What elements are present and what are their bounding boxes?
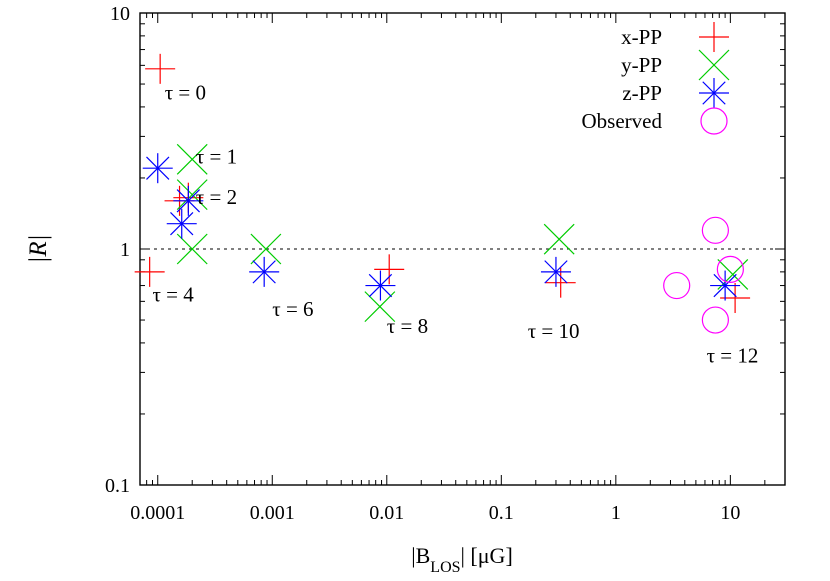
point-z-pp	[173, 185, 204, 216]
x-tick-label: 0.0001	[130, 502, 185, 524]
x-tick-label: 0.01	[369, 502, 404, 524]
axis-ticks: 0.0001 0.001 0.01 0.1 1 10 0.1 1 10	[105, 3, 786, 524]
point-z-pp	[166, 208, 197, 239]
legend-marker-x-pp	[699, 22, 729, 52]
tau-label: τ = 0	[165, 81, 206, 105]
legend: x-PP y-PP z-PP Observed	[582, 22, 730, 135]
legend-label-x-pp: x-PP	[621, 25, 662, 49]
x-axis-label: |BLOS| [μG]	[411, 543, 513, 576]
point-z-pp	[249, 256, 280, 287]
point-y-pp	[543, 223, 575, 255]
point-observed	[701, 216, 729, 244]
legend-label-y-pp: y-PP	[621, 53, 662, 77]
y-tick-label: 1	[120, 239, 130, 261]
x-tick-label: 0.001	[250, 502, 295, 524]
x-tick-label: 1	[611, 502, 621, 524]
tau-annotations: τ = 0 τ = 1 τ = 2 τ = 4 τ = 6 τ = 8 τ = 10 τ = …	[152, 81, 758, 368]
point-z-pp	[142, 153, 173, 184]
y-tick-label: 0.1	[105, 475, 130, 497]
tau-label: τ = 6	[272, 297, 313, 321]
tau-label: τ = 12	[707, 344, 759, 368]
x-tick-label: 10	[720, 502, 740, 524]
point-y-pp	[176, 143, 208, 175]
point-observed	[663, 271, 691, 300]
tau-label: τ = 8	[387, 314, 428, 338]
tau-label: τ = 1	[196, 145, 237, 169]
tau-label: τ = 2	[196, 185, 237, 209]
y-tick-label: 10	[110, 3, 130, 25]
point-z-pp	[365, 270, 396, 301]
point-z-pp	[710, 270, 741, 301]
point-observed	[701, 306, 729, 334]
legend-marker-z-pp	[699, 78, 729, 108]
point-y-pp	[250, 233, 282, 265]
y-axis-label: |R|	[25, 234, 52, 263]
data-marks	[134, 53, 751, 334]
tau-label: τ = 10	[528, 319, 580, 343]
legend-label-observed: Observed	[582, 109, 663, 133]
point-y-pp	[176, 233, 208, 265]
point-z-pp	[540, 256, 571, 287]
legend-label-z-pp: z-PP	[622, 81, 662, 105]
point-x-pp	[545, 267, 576, 298]
point-y-pp	[176, 179, 208, 211]
tau-label: τ = 4	[152, 282, 194, 306]
legend-marker-y-pp	[698, 49, 730, 81]
point-x-pp	[145, 53, 176, 84]
point-observed	[716, 255, 744, 283]
point-x-pp	[374, 254, 405, 285]
point-x-pp	[134, 256, 165, 287]
x-tick-label: 0.1	[489, 502, 514, 524]
legend-marker-observed	[700, 107, 728, 135]
